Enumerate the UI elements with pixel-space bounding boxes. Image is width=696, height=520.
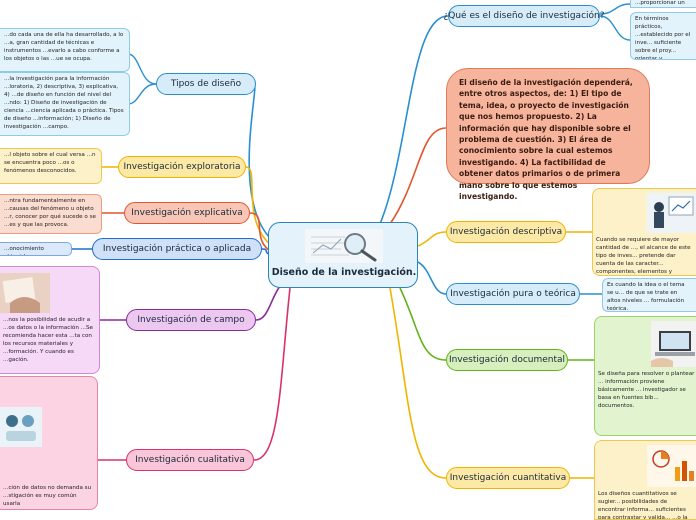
topic-investigacion-documental[interactable]: Investigación documental: [446, 349, 568, 371]
topic-pura-label: Investigación pura o teórica: [450, 289, 576, 299]
link-tipos: [248, 83, 273, 241]
topic-investigacion-pura[interactable]: Investigación pura o teórica: [446, 283, 580, 305]
note-tipos-2-text: ...la investigación para la información …: [4, 76, 124, 130]
topic-que-es-label: ¿Qué es el diseño de investigación?: [443, 11, 605, 21]
note-cuantitativa-card: Los diseños cuantitativos se sugier... p…: [594, 440, 696, 520]
note-tipos-1: ...do cada una de ella ha desarrollado, …: [0, 28, 130, 72]
topic-investigacion-exploratoria[interactable]: Investigación exploratoria: [118, 156, 246, 178]
note-campo-text: ...nos la posibilidad de acudir a ...os …: [3, 317, 93, 363]
link-pura: [417, 261, 447, 295]
link-que-es: [379, 15, 449, 225]
topic-investigacion-de-campo[interactable]: Investigación de campo: [126, 309, 256, 331]
field-research-image: [0, 273, 50, 313]
topic-tipos-label: Tipos de diseño: [170, 79, 242, 89]
note-cuantitativa-text: Los diseños cuantitativos se sugier... p…: [598, 491, 688, 520]
topic-documental-label: Investigación documental: [448, 355, 566, 365]
factors-callout: El diseño de la investigación dependerá,…: [446, 68, 650, 201]
link-documental: [399, 287, 447, 361]
magnifying-glass-icon: [305, 229, 383, 263]
note-campo-card: ...nos la posibilidad de acudir a ...os …: [0, 266, 100, 374]
topic-investigacion-practica[interactable]: Investigación práctica o aplicada: [92, 238, 262, 260]
topic-exploratoria-label: Investigación exploratoria: [123, 162, 241, 172]
note-que-es-2: En términos prácticos, ...establecido po…: [630, 12, 696, 60]
link-explicativa: [249, 212, 273, 253]
note-exploratoria-text: ...l objeto sobre el cual versa ...n se …: [4, 152, 96, 174]
note-documental-text: Se diseña para resolver o plantear ... i…: [598, 371, 695, 409]
note-documental-card: Se diseña para resolver o plantear ... i…: [594, 316, 696, 436]
note-pura-text: Es cuando la idea o el tema se u... de q…: [607, 282, 685, 312]
note-tipos-2: ...la investigación para la información …: [0, 72, 130, 136]
note-cualitativa-text: ...ción de datos no demanda su ...stigac…: [3, 485, 92, 507]
note-que-es-1: ...proporcionar un modelo: [630, 0, 696, 8]
data-illustration-image: [647, 445, 696, 487]
presentation-image: [647, 193, 696, 233]
link-descriptiva: [417, 231, 447, 247]
note-descriptiva-card: Cuando se requiere de mayor cantidad de …: [592, 188, 696, 276]
topic-cualitativa-label: Investigación cualitativa: [135, 455, 245, 465]
note-cualitativa-card: ...ción de datos no demanda su ...stigac…: [0, 376, 98, 510]
topic-descriptiva-label: Investigación descriptiva: [449, 227, 563, 237]
note-tipos-text: ...do cada una de ella ha desarrollado, …: [4, 32, 124, 62]
topic-investigacion-cualitativa[interactable]: Investigación cualitativa: [126, 449, 254, 471]
link-idea: [389, 127, 447, 225]
qualitative-image: [0, 407, 42, 447]
laptop-image: [651, 321, 696, 367]
note-pura: Es cuando la idea o el tema se u... de q…: [602, 278, 696, 312]
note-explicativa: ...ntra fundamentalmente en ...causas de…: [0, 194, 102, 234]
note-practica: ...onocimiento obtenido.: [0, 242, 72, 256]
note-descriptiva-text: Cuando se requiere de mayor cantidad de …: [596, 237, 691, 275]
topic-investigacion-cuantitativa[interactable]: Investigación cuantitativa: [446, 467, 570, 489]
link-campo: [255, 285, 281, 321]
note-que-es-2-text: En términos prácticos, ...establecido po…: [635, 16, 691, 60]
topic-tipos-de-diseno[interactable]: Tipos de diseño: [156, 73, 256, 95]
note-que-es-1-text: ...proporcionar un modelo: [635, 0, 685, 6]
factors-callout-text: El diseño de la investigación dependerá,…: [459, 78, 633, 201]
topic-cuantitativa-label: Investigación cuantitativa: [449, 473, 567, 483]
note-practica-text: ...onocimiento obtenido.: [4, 246, 44, 255]
topic-investigacion-descriptiva[interactable]: Investigación descriptiva: [446, 221, 566, 243]
topic-investigacion-explicativa[interactable]: Investigación explicativa: [124, 202, 250, 224]
central-topic[interactable]: Diseño de la investigación.: [268, 222, 418, 288]
topic-que-es-diseno[interactable]: ¿Qué es el diseño de investigación?: [443, 5, 605, 27]
note-exploratoria: ...l objeto sobre el cual versa ...n se …: [0, 148, 102, 184]
link-cuantitativa: [389, 287, 447, 479]
topic-explicativa-label: Investigación explicativa: [131, 208, 243, 218]
link-cualitativa: [253, 287, 291, 461]
central-title: Diseño de la investigación.: [271, 267, 417, 278]
topic-campo-label: Investigación de campo: [137, 315, 245, 325]
link-exploratoria: [245, 166, 273, 247]
topic-practica-label: Investigación práctica o aplicada: [102, 244, 252, 254]
note-explicativa-text: ...ntra fundamentalmente en ...causas de…: [4, 198, 96, 228]
